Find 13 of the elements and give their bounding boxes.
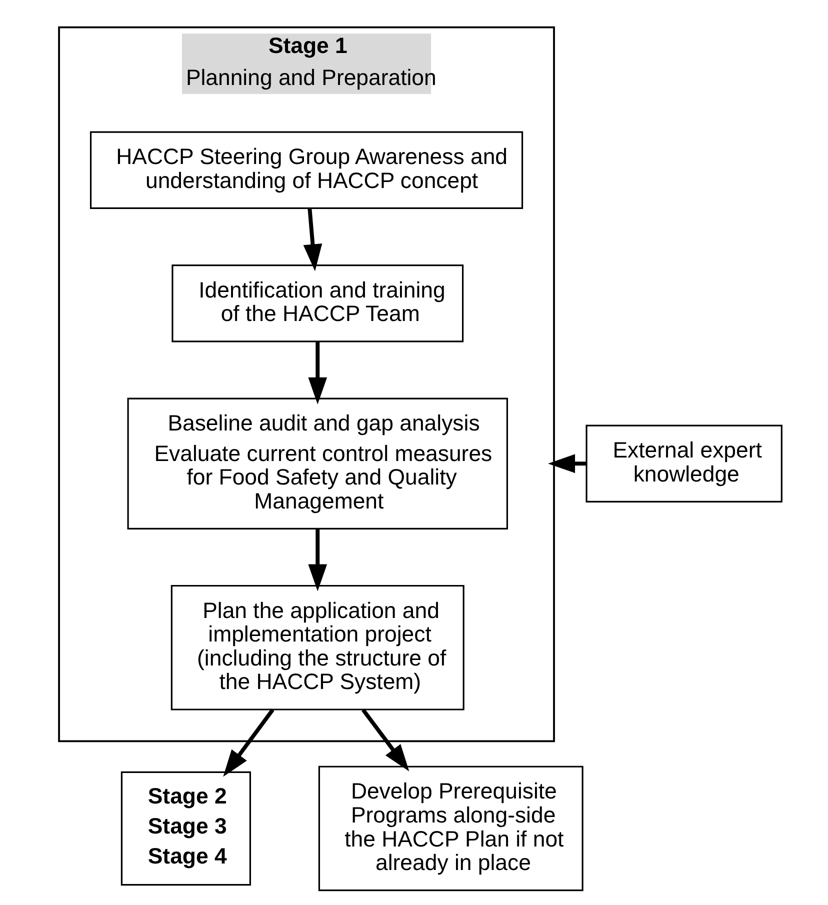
node-box: Develop Prerequisite Programs along-side the HACCP Plan if not already in place xyxy=(318,766,584,892)
node-box: Identification and training of the HACCP Team xyxy=(172,264,464,342)
node-box: External expert knowledge xyxy=(586,424,782,502)
arrow xyxy=(303,208,322,272)
arrow xyxy=(362,708,410,772)
node-box: Plan the application and implementation project (including the structure of the HACCP System) xyxy=(170,584,464,710)
arrow xyxy=(548,454,586,474)
node-box: Stage 2 Stage 3 Stage 4 xyxy=(120,771,251,886)
arrow xyxy=(308,342,328,404)
arrow xyxy=(308,528,328,592)
node-box: HACCP Steering Group Awareness and understanding of HACCP concept xyxy=(90,131,524,209)
arrow xyxy=(223,708,274,777)
node-box: Baseline audit and gap analysis Evaluate current control measures for Food Safety and Quality Management xyxy=(127,398,508,530)
